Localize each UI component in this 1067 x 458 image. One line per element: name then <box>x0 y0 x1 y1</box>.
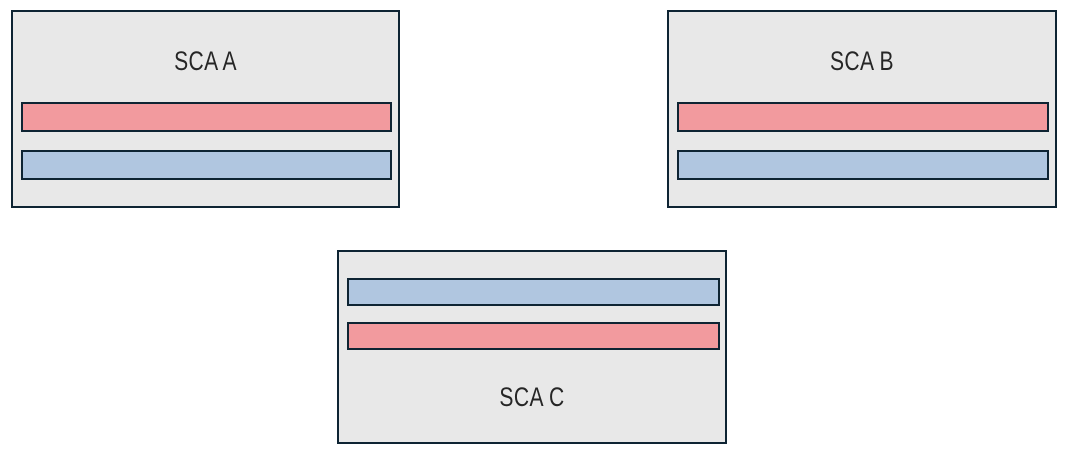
sca-box-a-bar-blue[interactable] <box>21 150 392 180</box>
sca-box-b-bar-blue[interactable] <box>677 150 1049 180</box>
sca-box-c-label: SCA C <box>499 382 565 412</box>
sca-box-c-bar-blue[interactable] <box>347 278 720 306</box>
sca-box-a-label: SCA A <box>174 46 237 76</box>
sca-box-c-bar-red[interactable] <box>347 322 720 350</box>
sca-box-a[interactable]: SCA A <box>11 10 400 208</box>
sca-box-c[interactable]: SCA C <box>337 250 727 444</box>
sca-box-a-bar-red[interactable] <box>21 102 392 132</box>
sca-box-b[interactable]: SCA B <box>667 10 1057 208</box>
sca-box-b-label: SCA B <box>829 46 894 76</box>
sca-box-b-bar-red[interactable] <box>677 102 1049 132</box>
